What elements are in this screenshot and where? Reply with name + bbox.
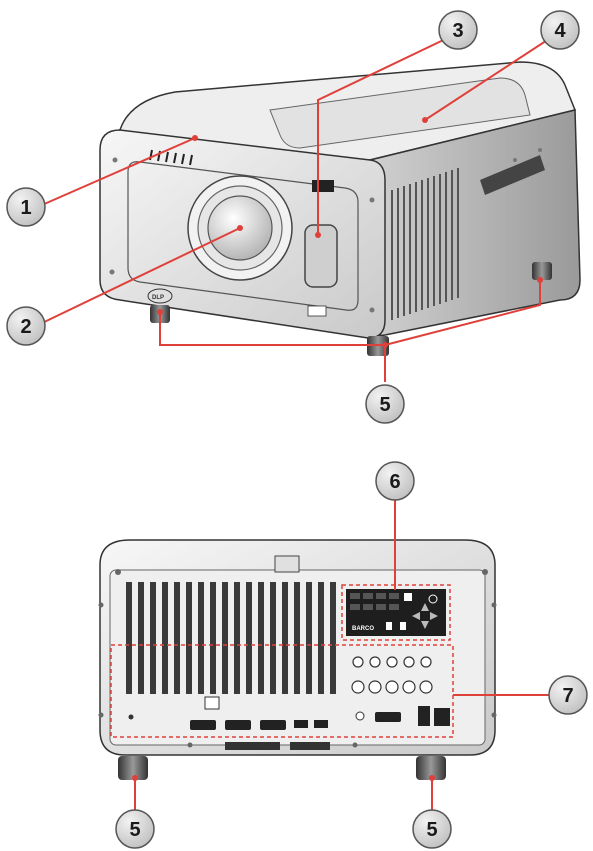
kensington-lock <box>128 714 134 720</box>
foot-rear-right-2 <box>416 756 446 780</box>
front-screws <box>109 148 542 313</box>
bnc-connectors <box>351 656 433 694</box>
callout-1-label: 1 <box>20 197 31 219</box>
projector-front-view: DLP <box>99 61 581 356</box>
bottom-vent-slots <box>225 742 330 750</box>
callout-4: 4 <box>540 10 580 50</box>
callout-5-rear-right-label: 5 <box>426 819 437 841</box>
callout-7: 7 <box>548 675 588 715</box>
hdmi-ports <box>294 720 328 728</box>
callout-5-rear-right: 5 <box>412 809 452 849</box>
callout-5-front: 5 <box>365 384 405 424</box>
ethernet-port <box>204 696 220 710</box>
callout-3: 3 <box>438 10 478 50</box>
dlp-logo-text: DLP <box>152 295 164 301</box>
callout-leader-lines <box>37 32 556 830</box>
callout-2: 2 <box>6 306 46 346</box>
side-recess <box>480 155 545 195</box>
callout-1: 1 <box>6 187 46 227</box>
callout-dots <box>132 117 543 781</box>
rear-vent-grille <box>126 582 336 694</box>
side-vent-grille <box>391 168 459 320</box>
foot-rear-right <box>532 262 552 280</box>
callout-6-label: 6 <box>389 471 400 493</box>
callout-5-rear-left: 5 <box>115 809 155 849</box>
callout-2-label: 2 <box>20 316 31 338</box>
callout-5-front-label: 5 <box>379 394 390 416</box>
rear-screws <box>98 569 497 748</box>
rear-feet <box>118 756 446 780</box>
dlp-logo: DLP <box>147 288 173 304</box>
callout-5-rear-left-label: 5 <box>129 819 140 841</box>
ir-receiver-tab <box>312 180 334 192</box>
callout-4-label: 4 <box>554 20 566 42</box>
lamp-cover <box>269 77 531 149</box>
ir-receiver-window <box>304 224 338 288</box>
control-keypad-highlight <box>341 584 451 641</box>
rear-barco-badge: BARCO <box>352 626 374 632</box>
front-barco-badge <box>307 305 327 317</box>
control-keypad: BARCO <box>346 589 446 636</box>
dsub-ports <box>190 712 401 730</box>
callout-6: 6 <box>375 461 415 501</box>
ac-power-inlet <box>434 708 450 726</box>
callout-7-label: 7 <box>562 685 573 707</box>
foot-rear-left <box>118 756 148 780</box>
rear-top-tab <box>274 555 300 573</box>
audio-jack <box>355 711 365 721</box>
power-switch <box>418 706 430 726</box>
callout-3-label: 3 <box>452 20 463 42</box>
projector-rear-view: BARCO <box>98 539 497 780</box>
connector-panel-highlight <box>110 644 454 738</box>
